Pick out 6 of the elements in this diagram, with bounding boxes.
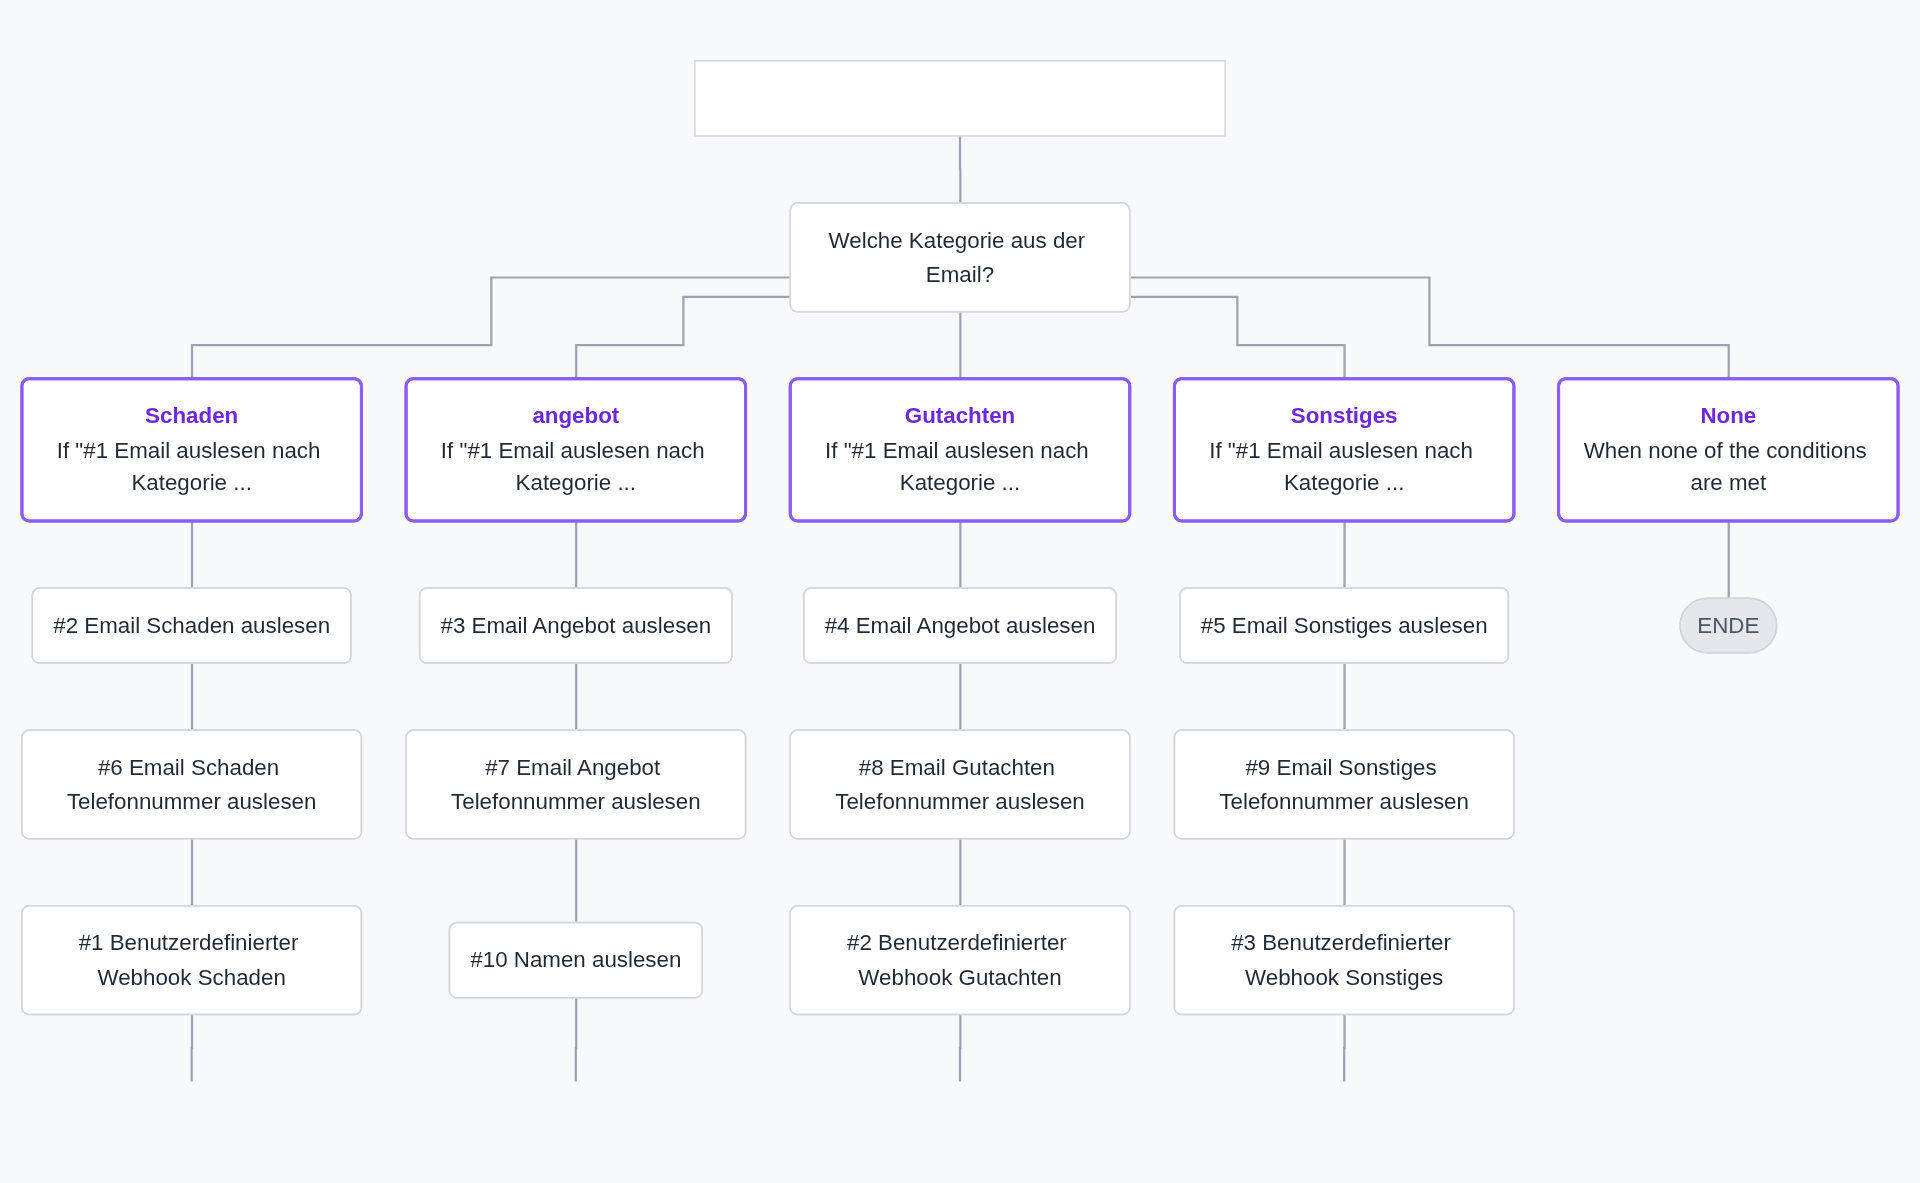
connector <box>1343 1013 1346 1083</box>
connector <box>575 837 578 924</box>
node-box <box>694 59 1226 137</box>
connector <box>190 1013 194 1083</box>
connector <box>574 996 578 1083</box>
connector <box>958 1013 962 1083</box>
